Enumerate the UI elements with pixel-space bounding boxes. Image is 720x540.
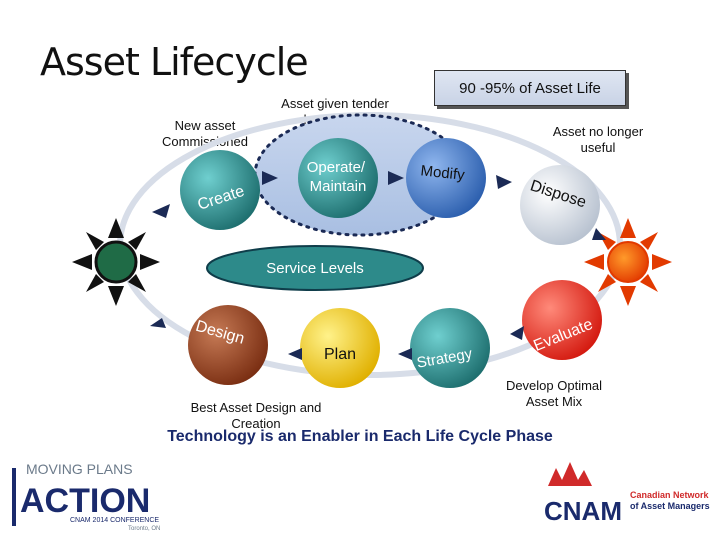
arrow-icon [592,228,606,240]
cnam-logo: CNAM Canadian Network of Asset Managers [544,462,710,526]
asset-life-percent-box: 90 -95% of Asset Life [434,70,626,106]
moving-plans-logo: MOVING PLANS ACTION CNAM 2014 CONFERENCE… [12,461,160,532]
logo-conference-text: CNAM 2014 CONFERENCE [70,517,159,524]
footer-caption: Technology is an Enabler in Each Life Cy… [167,428,553,445]
develop-asset-mix-label: Develop Optimal Asset Mix [505,378,603,409]
best-design-label: Best Asset Design and Creation [190,400,322,431]
logo-moving-plans-text: MOVING PLANS [26,461,133,477]
dispose-circle [520,165,600,245]
service-levels-label: Service Levels [266,260,364,277]
evaluate-circle [522,280,602,360]
arrow-icon [388,171,404,185]
arrow-icon [496,175,512,189]
arrow-icon [152,204,170,218]
operate-label-line: Operate/ [307,159,366,176]
operate-label-line: Maintain [310,178,367,195]
arrow-icon [150,318,166,328]
sun-green-icon [72,218,160,306]
no-longer-useful-label: Asset no longer useful [552,124,644,155]
operate-label: Operate/ Maintain [307,159,370,195]
plan-circle [300,308,380,388]
flow-arrows [150,171,606,360]
operate-circle [298,138,378,218]
plan-label: Plan [324,346,356,363]
logo-cnam-line: of Asset Managers [630,501,710,511]
logo-cnam-text: CNAM [544,496,622,526]
create-circle [180,150,260,230]
logo-action-text: ACTION [20,482,150,520]
service-levels-bar [206,245,424,291]
arrow-icon [262,171,278,185]
maple-leaf-icon [548,462,592,486]
modify-label: Modify [420,162,466,184]
arrow-icon [398,348,412,360]
design-circle [188,305,268,385]
page-title: Asset Lifecycle [40,40,309,84]
logo-city-text: Toronto, ON [128,526,160,532]
modify-circle [406,138,486,218]
logo-cnam-line: Canadian Network [630,490,710,500]
arrow-icon [288,348,302,360]
arrow-icon [510,326,524,340]
strategy-circle [410,308,490,388]
